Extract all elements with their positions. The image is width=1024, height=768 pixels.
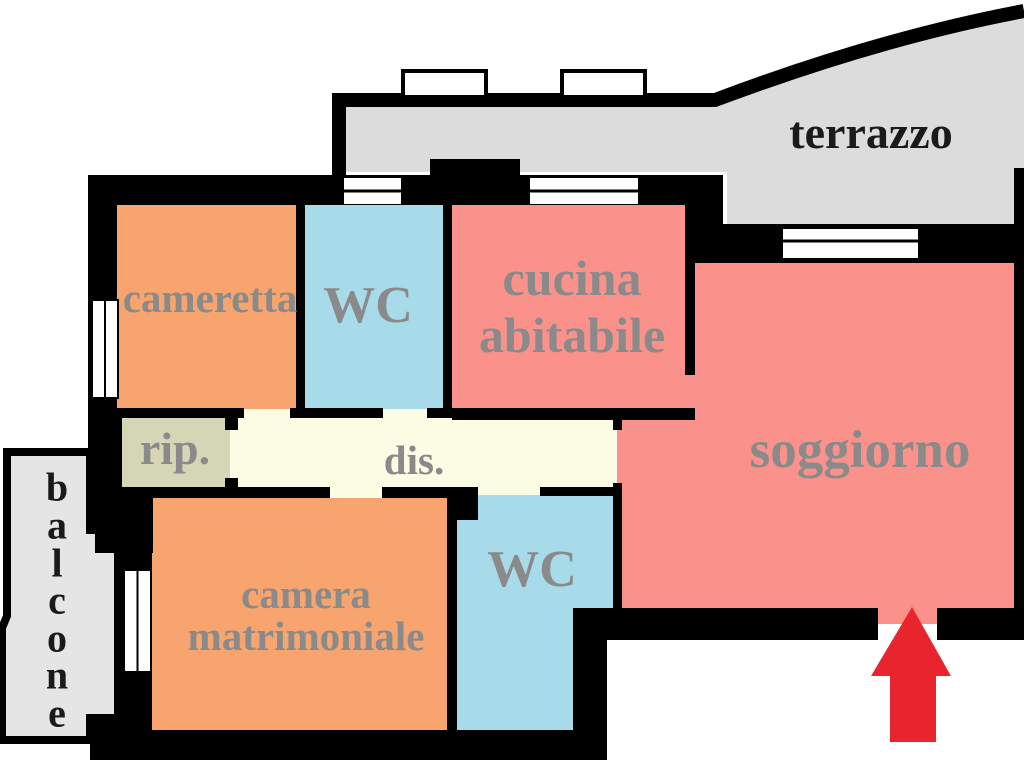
wall-segment xyxy=(937,608,1024,640)
window-symbol xyxy=(91,299,119,399)
window-pane xyxy=(401,69,488,99)
wall-segment xyxy=(427,408,452,418)
window-pane xyxy=(783,229,918,258)
room-label-cameretta: cameretta xyxy=(123,275,298,321)
wall-segment xyxy=(235,487,330,498)
wall-segment xyxy=(540,487,615,496)
room-rip xyxy=(100,418,238,490)
room-cucina-abitabile xyxy=(452,205,695,420)
wall-segment xyxy=(382,487,450,498)
room-label-rip: rip. xyxy=(140,423,210,474)
balcony-label-letter: a xyxy=(47,503,67,548)
room-label-soggiorno: soggiorno xyxy=(750,421,971,479)
wall-segment xyxy=(685,205,695,375)
wall-segment xyxy=(447,495,457,732)
wall-segment xyxy=(573,608,607,760)
wall-segment xyxy=(296,205,305,409)
window-pane xyxy=(560,69,647,99)
room-dis xyxy=(230,409,617,497)
room-wc-2 xyxy=(457,608,577,730)
room-label-wc-1: WC xyxy=(323,277,413,334)
wall-segment xyxy=(613,483,622,608)
wall-segment xyxy=(452,408,695,420)
balcony-label-letter: o xyxy=(47,616,67,661)
entrance-arrow-icon xyxy=(871,607,951,742)
wall-segment xyxy=(1014,168,1024,640)
wall-segment xyxy=(430,159,520,205)
wall-segment xyxy=(290,408,305,418)
window-symbol xyxy=(530,178,638,204)
window-symbol xyxy=(123,569,152,673)
wall-segment xyxy=(93,730,607,760)
wall-segment xyxy=(607,608,878,640)
balcony-label-letter: e xyxy=(48,691,66,736)
wall-segment xyxy=(443,205,452,409)
room-wc-1 xyxy=(296,205,452,409)
wall-segment xyxy=(225,416,238,430)
balcony-label-letter: l xyxy=(51,541,62,586)
balcony-label-letter: b xyxy=(46,465,68,510)
window-symbol xyxy=(560,69,647,99)
wall-segment xyxy=(120,408,244,418)
room-soggiorno xyxy=(617,417,695,608)
room-wc-2 xyxy=(457,495,613,608)
room-camera-matrimoniale xyxy=(152,498,447,730)
room-soggiorno xyxy=(695,263,1016,608)
window-symbol xyxy=(344,178,401,204)
wall-segment xyxy=(305,408,383,418)
wall-segment xyxy=(95,487,235,498)
room-cameretta xyxy=(95,205,305,409)
terrace-label: terrazzo xyxy=(789,107,952,158)
balcony-label-letter: c xyxy=(48,578,66,623)
wall-segment xyxy=(613,415,622,430)
terrace-parapet-border xyxy=(332,4,1024,107)
wall-segment xyxy=(332,93,346,175)
wall-segment xyxy=(695,205,723,263)
window-symbol xyxy=(783,229,918,258)
room-label-dis: dis. xyxy=(384,437,444,483)
room-label-wc-2: WC xyxy=(487,541,577,598)
window-symbol xyxy=(401,69,488,99)
balcony-label-letter: n xyxy=(46,653,68,698)
